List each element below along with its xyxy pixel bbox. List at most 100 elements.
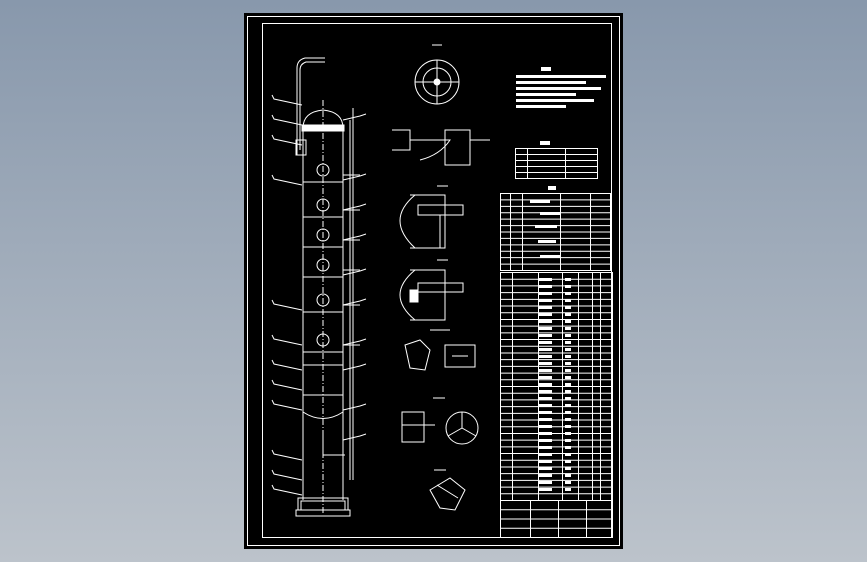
notes-text-line [516, 75, 606, 78]
table-text [565, 383, 571, 386]
table-text [565, 411, 571, 414]
table-text [565, 292, 571, 295]
nozzle-leader [342, 298, 367, 306]
detail-view-2 [392, 129, 490, 166]
table-text [538, 369, 552, 372]
nozzle-leader [342, 233, 367, 241]
table-text [538, 327, 552, 330]
nozzle-leader [342, 268, 367, 276]
table-text [530, 200, 550, 203]
table-text [565, 446, 571, 449]
detail-view-6 [401, 397, 479, 445]
table-text [565, 453, 571, 456]
detail-view-top-flange [414, 44, 460, 105]
table-text [565, 418, 571, 421]
table-text [538, 488, 552, 491]
manhole-circle [316, 333, 330, 347]
table-text [565, 334, 571, 337]
table-text [565, 425, 571, 428]
table-text [565, 488, 571, 491]
nozzle-leader [271, 359, 303, 371]
table-text [565, 341, 571, 344]
nozzle-leader [271, 469, 303, 481]
table-text [540, 255, 560, 258]
notes-text-line [516, 87, 601, 90]
table-text [565, 362, 571, 365]
nozzle-leader [342, 433, 367, 441]
technical-requirements-notes [516, 67, 606, 108]
manhole-circle [316, 293, 330, 307]
table-text [565, 299, 571, 302]
table-text [538, 362, 552, 365]
nozzle-leader [342, 173, 367, 181]
table-text [538, 292, 552, 295]
nozzle-leader [271, 94, 303, 106]
drawing-sheet [244, 13, 623, 549]
table-text [538, 439, 552, 442]
table-text [538, 320, 552, 323]
nozzle-table-border [515, 148, 598, 179]
nozzle-leader [271, 114, 303, 126]
table-text [538, 306, 552, 309]
table-text [538, 299, 552, 302]
notes-heading [541, 67, 551, 71]
table-text [538, 341, 552, 344]
notes-text-line [516, 93, 576, 96]
table-text [565, 320, 571, 323]
table-text [565, 327, 571, 330]
table-text [538, 278, 552, 281]
table-text [565, 439, 571, 442]
nozzle-leader [342, 113, 367, 121]
table-text [565, 432, 571, 435]
table-text [535, 225, 557, 228]
notes-text-line [516, 105, 566, 108]
nozzle-table [515, 148, 598, 179]
notes-text-line [516, 81, 586, 84]
sheet-background [244, 13, 623, 549]
nozzle-leader [342, 203, 367, 211]
column-nozzles [271, 94, 367, 496]
nozzle-leader [271, 134, 303, 146]
manhole-circle [316, 228, 330, 242]
table-text [538, 348, 552, 351]
detail-view-5 [404, 329, 476, 371]
detail-view-7 [429, 469, 466, 511]
table-text [538, 390, 552, 393]
nozzle-leader [271, 399, 303, 411]
nozzle-leader [271, 379, 303, 391]
table-text [565, 369, 571, 372]
nozzle-leader [342, 363, 367, 371]
nozzle-leader [271, 449, 303, 461]
table-text [538, 460, 552, 463]
manhole-circle [316, 163, 330, 177]
table-text [538, 432, 552, 435]
table-text [565, 481, 571, 484]
table-text [565, 460, 571, 463]
nozzle-table-title [540, 141, 550, 145]
table-text [538, 404, 552, 407]
table-text [565, 278, 571, 281]
detail-view-4 [399, 259, 464, 321]
table-text [565, 306, 571, 309]
table-text [565, 348, 571, 351]
sheet-outer-border [247, 16, 620, 546]
title-block [500, 500, 613, 538]
table-text [538, 397, 552, 400]
manhole-circle [316, 258, 330, 272]
table-text [565, 404, 571, 407]
table-text [565, 376, 571, 379]
table-text [540, 212, 560, 215]
table-text [565, 390, 571, 393]
design-table-title [548, 186, 556, 190]
table-text [538, 376, 552, 379]
drawing-tables [500, 141, 613, 538]
table-text [565, 467, 571, 470]
detail-view-3 [399, 185, 464, 249]
table-text [565, 474, 571, 477]
table-text [538, 453, 552, 456]
notes-text-line [516, 99, 594, 102]
table-text [538, 446, 552, 449]
table-text [538, 313, 552, 316]
